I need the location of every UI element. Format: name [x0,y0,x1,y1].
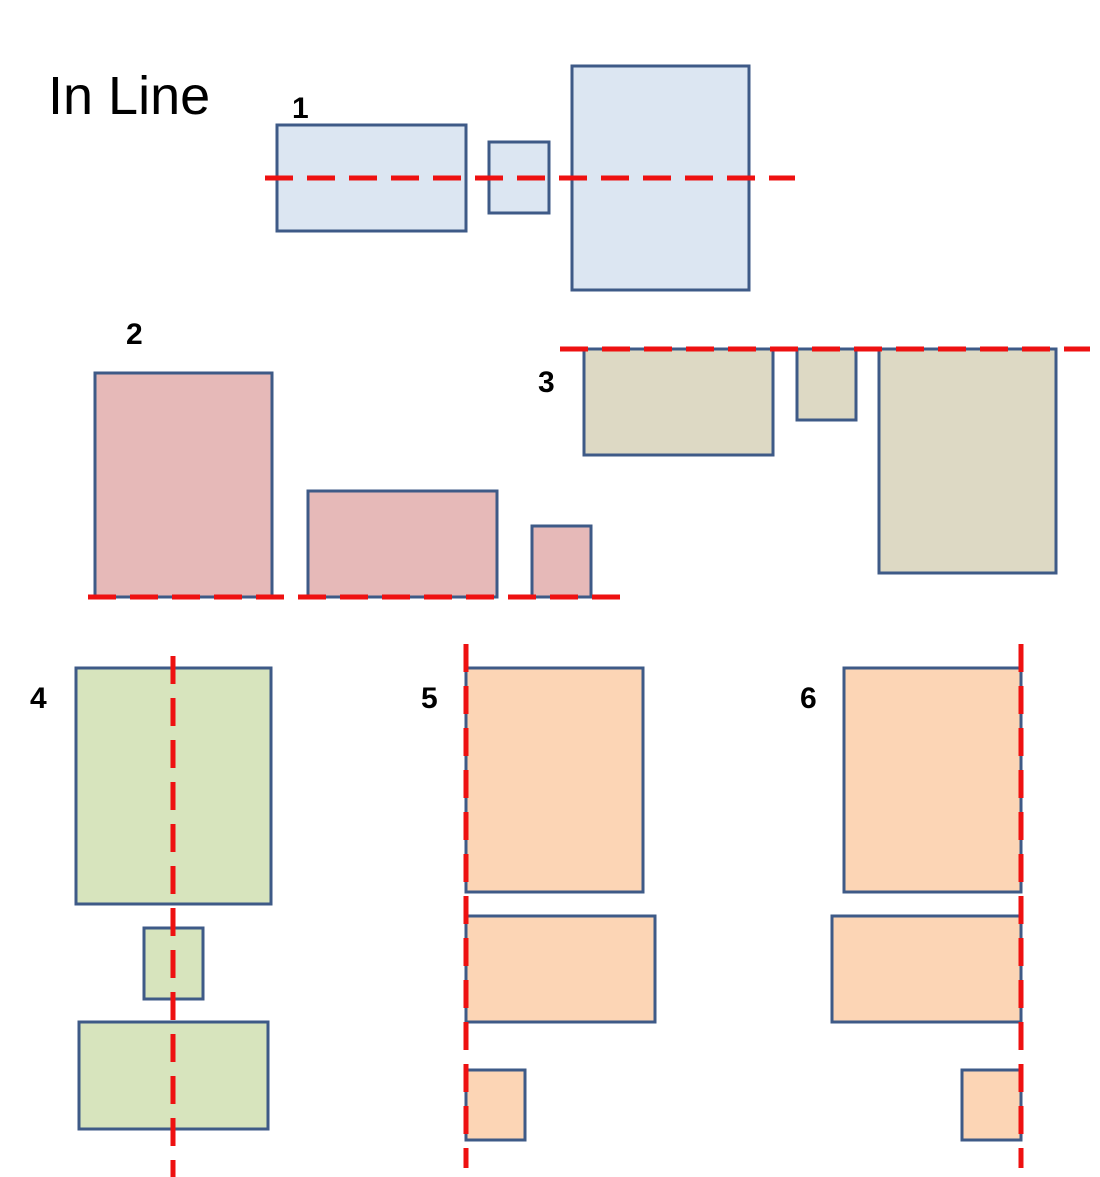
group-5: 5 [421,644,657,1168]
group-2-box-tall [93,371,274,599]
group-1-number: 1 [292,92,309,125]
group-5-box-small [464,1068,527,1142]
group-6-box-tall [842,666,1023,894]
diagram-title: In Line [48,66,210,126]
group-3-number: 3 [538,366,555,399]
group-5-box-tall [464,666,645,894]
group-4-number: 4 [30,682,47,715]
group-3-box-small [795,347,858,422]
group-4: 4 [30,656,273,1177]
group-6-number: 6 [800,682,817,715]
group-2-box-small [530,524,593,599]
group-5-number: 5 [421,682,438,715]
group-3-box-tall [877,347,1058,575]
group-1: 1 [265,64,795,292]
group-2-number: 2 [126,318,143,351]
group-3: 3 [538,346,1090,575]
group-5-box-wide [464,914,657,1024]
group-2: 2 [88,318,620,600]
group-6-box-wide [830,914,1023,1024]
group-3-box-wide [582,347,775,457]
group-2-box-wide [306,489,499,599]
group-6: 6 [800,644,1024,1168]
group-6-box-small [960,1068,1023,1142]
